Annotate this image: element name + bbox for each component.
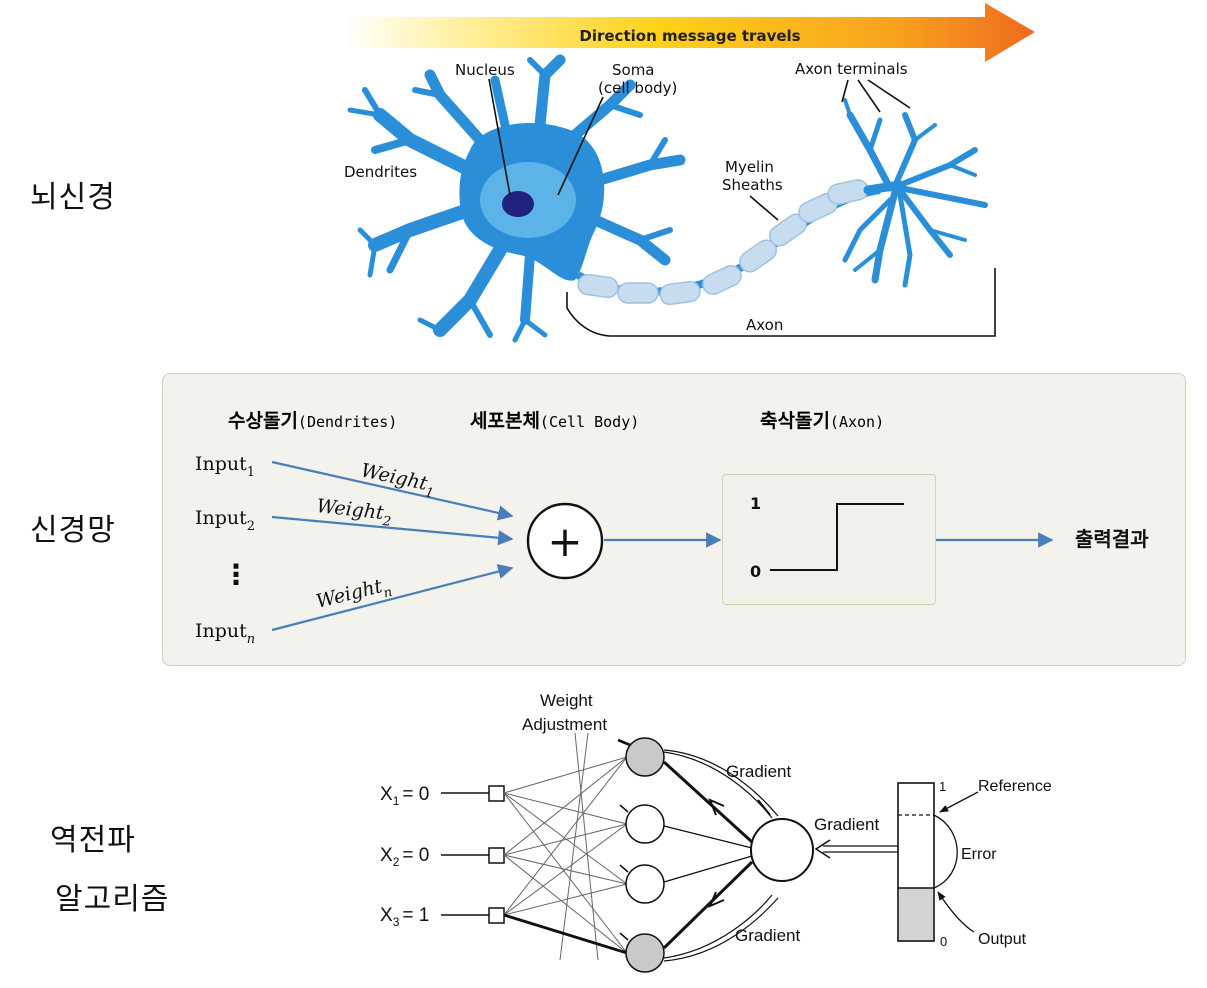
weight-adjustment-label-1: Weight bbox=[540, 691, 593, 710]
header-dendrites: 수상돌기(Dendrites) bbox=[228, 406, 397, 433]
input-line-n bbox=[271, 564, 514, 632]
input-2-sub: 2 bbox=[247, 519, 255, 534]
scale-low-label: 0 bbox=[940, 934, 947, 949]
myelin-label: Myelin bbox=[725, 158, 774, 176]
header-axon-ko: 축삭돌기 bbox=[760, 410, 830, 432]
input-n-base: Input bbox=[195, 620, 247, 642]
header-dendrites-en: (Dendrites) bbox=[297, 413, 398, 431]
myelin-sheaths bbox=[577, 179, 869, 306]
hidden-node-4 bbox=[625, 933, 665, 973]
backprop-diagram: X1= 0 X2= 0 X3= 1 bbox=[380, 691, 1052, 973]
header-cellbody-en: (Cell Body) bbox=[539, 413, 640, 431]
neural-network-panel bbox=[162, 373, 1186, 666]
x2-label: X2= 0 bbox=[380, 845, 429, 869]
direction-arrow-label: Direction message travels bbox=[579, 27, 800, 45]
input-2-label: Input2 bbox=[195, 507, 255, 534]
header-axon-en: (Axon) bbox=[829, 413, 885, 431]
weight-1-sub: 1 bbox=[424, 485, 435, 501]
error-label: Error bbox=[961, 846, 997, 863]
hidden-node-3 bbox=[625, 864, 665, 904]
axon-terminals-label: Axon terminals bbox=[795, 60, 908, 78]
input-2-base: Input bbox=[195, 507, 247, 529]
axon-label: Axon bbox=[746, 316, 783, 334]
x3-sub: 3 bbox=[393, 915, 400, 929]
x1-label: X1= 0 bbox=[380, 784, 429, 808]
weight-n-label: Weightn bbox=[314, 573, 394, 618]
gradient-bottom-label: Gradient bbox=[735, 926, 800, 945]
dendrites-label: Dendrites bbox=[344, 163, 417, 181]
nucleus-label: Nucleus bbox=[455, 61, 515, 79]
soma-sub-label: (cell body) bbox=[598, 79, 677, 97]
step-function-curve bbox=[770, 503, 904, 571]
x2-name: X bbox=[380, 845, 393, 866]
x2-sub: 2 bbox=[393, 855, 400, 869]
weight-n-base: Weight bbox=[314, 575, 385, 613]
side-label-brain: 뇌신경 bbox=[30, 180, 116, 215]
input-node-x3 bbox=[488, 907, 505, 924]
step-high-label: 1 bbox=[750, 494, 761, 513]
input-n-label: Inputn bbox=[195, 620, 255, 647]
sheaths-label: Sheaths bbox=[722, 176, 783, 194]
header-axon: 축삭돌기(Axon) bbox=[760, 406, 884, 433]
dendrites bbox=[347, 54, 686, 343]
hidden-node-1 bbox=[625, 737, 665, 777]
axon-terminals bbox=[842, 98, 988, 288]
input-line-2 bbox=[271, 515, 514, 546]
side-label-network: 신경망 bbox=[30, 513, 116, 548]
output-text-label: Output bbox=[978, 931, 1027, 948]
input-1-sub: 1 bbox=[247, 465, 255, 480]
x2-value: = 0 bbox=[402, 845, 429, 866]
weight-1-label: Weight1 bbox=[358, 459, 438, 501]
gradient-top-label: Gradient bbox=[726, 762, 791, 781]
input-1-base: Input bbox=[195, 453, 247, 475]
direction-arrow bbox=[345, 3, 1035, 62]
output-level-fill bbox=[899, 888, 933, 940]
hidden-node-2 bbox=[625, 804, 665, 844]
side-label-backprop-1: 역전파 bbox=[50, 823, 136, 858]
x1-sub: 1 bbox=[393, 794, 400, 808]
x3-label: X3= 1 bbox=[380, 905, 429, 929]
summation-symbol: + bbox=[547, 517, 582, 566]
soma-label: Soma bbox=[612, 61, 655, 79]
header-cellbody-ko: 세포본체 bbox=[470, 410, 540, 432]
side-label-backprop-2: 알고리즘 bbox=[55, 882, 170, 917]
input-1-label: Input1 bbox=[195, 453, 255, 480]
step-function-box bbox=[722, 474, 936, 605]
input-line-1 bbox=[271, 460, 514, 521]
input-node-x1 bbox=[488, 785, 505, 802]
summation-node bbox=[526, 502, 604, 580]
x3-name: X bbox=[380, 905, 393, 926]
gradient-mid-label: Gradient bbox=[814, 815, 879, 834]
header-cellbody: 세포본체(Cell Body) bbox=[470, 406, 639, 433]
reference-label: Reference bbox=[978, 778, 1052, 795]
output-label: 출력결과 bbox=[1075, 527, 1149, 551]
weight-2-base: Weight bbox=[315, 495, 385, 524]
weight-adjustment-label-2: Adjustment bbox=[522, 715, 607, 734]
input-n-sub: n bbox=[247, 632, 255, 647]
weight-n-sub: n bbox=[382, 585, 394, 602]
x1-name: X bbox=[380, 784, 393, 805]
nucleus bbox=[502, 191, 534, 217]
step-low-label: 0 bbox=[750, 562, 761, 581]
weight-2-sub: 2 bbox=[381, 514, 392, 530]
scale-high-label: 1 bbox=[939, 779, 946, 794]
input-node-x2 bbox=[488, 847, 505, 864]
callout-lines bbox=[488, 78, 996, 337]
output-node bbox=[750, 818, 814, 882]
header-dendrites-ko: 수상돌기 bbox=[228, 410, 298, 432]
input-ellipsis: ⋮ bbox=[222, 558, 250, 591]
x1-value: = 0 bbox=[402, 784, 429, 805]
neuron-illustration: Direction message travels bbox=[344, 3, 1035, 343]
input-hidden-connections bbox=[503, 732, 628, 961]
error-bracket bbox=[933, 814, 958, 889]
x3-value: = 1 bbox=[402, 905, 429, 926]
